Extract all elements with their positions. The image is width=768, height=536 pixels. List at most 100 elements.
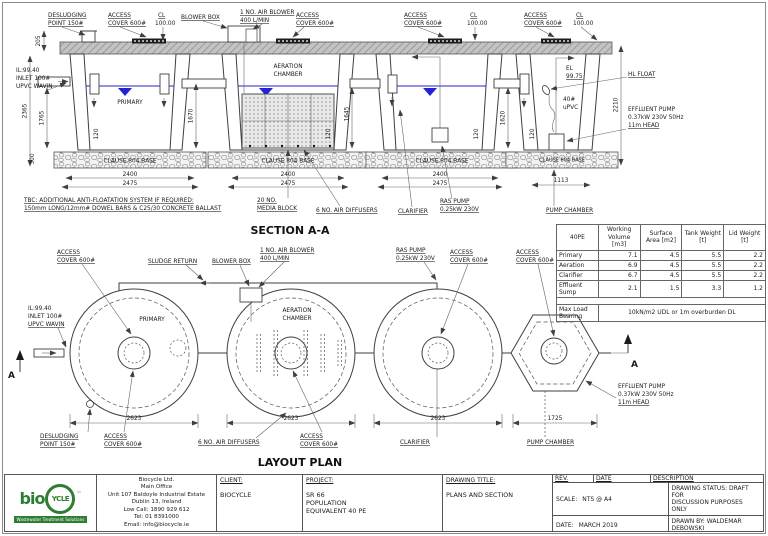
section-title: SECTION A-A [250, 224, 330, 237]
dim: 1620 [501, 110, 507, 125]
max-load-row: Max Load Bearing 10kN/m2 UDL or 1m overb… [556, 303, 767, 322]
clarifier-label: CLARIFIER [398, 209, 428, 215]
inlet-material-label: UPVC WAVIN [28, 322, 65, 328]
table-row: Primary 7.1 4.5 5.5 2.2 [556, 249, 766, 261]
layout-inlet-labels: IL:99.40 INLET 100# UPVC WAVIN [28, 306, 67, 348]
cell: 4.5 [639, 259, 683, 271]
desludging-label: DESLUDGING [40, 434, 79, 440]
effluent-pump [548, 133, 565, 151]
client-cell: CLIENT: BIOCYCLE [217, 475, 303, 531]
cell: 7.1 [597, 249, 641, 261]
dim: 120 [530, 128, 536, 139]
cover-level-label: CL [158, 13, 166, 19]
date-drawn-row: DATE: MARCH 2019 DRAWN BY: WALDEMAR DEBO… [553, 516, 763, 531]
address-line: Unit 107 Baldoyle Industrial Estate [107, 491, 206, 498]
water-symbol [118, 88, 132, 96]
clarifier-tank-plan [373, 288, 503, 437]
spacer-row [556, 296, 766, 305]
scale-label: SCALE: [556, 495, 578, 503]
sludge-return-label: SLUDGE RETURN [148, 259, 197, 265]
aeration-label: CHAMBER [282, 316, 311, 322]
pipe-size-label: 40# [563, 97, 575, 103]
drawing-status: DRAWING STATUS: DRAFT FOR [671, 485, 749, 499]
air-diffusers-label: 6 NO. AIR DIFFUSERS [198, 440, 260, 446]
scale-value: NTS @ A4 [582, 495, 612, 503]
access-cover-label: COVER 600# [524, 21, 562, 27]
cell: 5.5 [681, 249, 725, 261]
access-cover-label: ACCESS [516, 250, 539, 256]
outlet-pipe [555, 55, 575, 140]
logo-ycle-text: YCLE [51, 494, 70, 503]
effluent-pump-label: 11m HEAD [618, 400, 650, 406]
ras-pump-label: 0.25kW 230V [396, 256, 435, 262]
water-symbol [423, 88, 437, 96]
inlet-size-label: INLET 100# [28, 314, 62, 320]
section-right-labels: HL FLOAT EFFLUENT PUMP 0.37kW 230V 50Hz … [550, 72, 684, 143]
anti-floatation-note: 150mm LONG/12mm# DOWEL BARS & C25/30 CON… [24, 206, 222, 212]
el-value: 99.75 [566, 74, 583, 80]
clause-base-label: CLAUSE 804 BASE [416, 159, 469, 165]
clarifier-label: CLARIFIER [400, 440, 430, 446]
drawing-status: DISCUSSION PURPOSES ONLY [671, 499, 743, 513]
date-label: DATE: [556, 521, 574, 529]
marker-letter: A [631, 360, 638, 370]
marker-letter: A [8, 371, 15, 381]
media-block-label: 20 NO. [257, 198, 277, 204]
access-cover-label: COVER 600# [450, 258, 488, 264]
section-view: PRIMARY CLAUSE 804 BASE AERATION CHAMBER… [16, 10, 684, 237]
spec-col-header: Working Volume [m3] [597, 224, 641, 251]
revision-table: REV. DATE DESCRIPTION SCALE: NTS @ A4 DR… [553, 475, 763, 531]
drawing-title-cell: DRAWING TITLE: PLANS AND SECTION [443, 475, 553, 531]
air-diffusers-label: 6 NO. AIR DIFFUSERS [316, 208, 378, 214]
layout-effluent-labels: EFFLUENT PUMP 0.37kW 230V 50Hz 11m HEAD [585, 380, 674, 406]
title-block: bio YCLE ™ Wastewater Treatment Solution… [4, 474, 764, 532]
section-pipes [37, 76, 521, 89]
date-header: DATE [594, 475, 651, 482]
access-cover-label: COVER 600# [300, 442, 338, 448]
dim: 1765 [40, 110, 46, 125]
hl-float [541, 85, 551, 95]
table-row: Aeration 6.9 4.5 5.5 2.2 [556, 259, 766, 271]
plan-pipes [33, 348, 611, 358]
dim: 1670 [189, 108, 195, 123]
ras-pump [431, 127, 449, 143]
access-cover-label: ACCESS [524, 13, 547, 19]
pipe-material-label: uPVC [563, 105, 578, 111]
cell: 2.2 [723, 249, 766, 261]
effluent-pump-label: EFFLUENT PUMP [628, 107, 676, 113]
cell: 6.9 [597, 259, 641, 271]
spec-header-row: 40PE Working Volume [m3] Surface Area [m… [556, 224, 766, 251]
project-line: POPULATION [306, 499, 347, 507]
access-cover-label: COVER 600# [57, 258, 95, 264]
layout-title: LAYOUT PLAN [258, 456, 342, 469]
logo-circle: YCLE [45, 483, 76, 514]
access-cover-label: ACCESS [450, 250, 473, 256]
cell: 1.5 [639, 279, 683, 298]
project-line: EQUIVALENT 40 PE [306, 507, 367, 515]
cell: 2.1 [597, 279, 641, 298]
pump-cable [546, 91, 556, 133]
project-cell: PROJECT: SR 66 POPULATION EQUIVALENT 40 … [303, 475, 443, 531]
cell: 1.2 [723, 279, 766, 298]
cover-level-value: 100.00 [467, 21, 488, 27]
drawing-title-value: PLANS AND SECTION [446, 491, 514, 499]
air-blower-label: 1 NO. AIR BLOWER [260, 248, 314, 254]
address-line: Main Office [140, 484, 173, 491]
access-cover-label: ACCESS [57, 250, 80, 256]
spec-col-header: Lid Weight [t] [723, 224, 766, 251]
effluent-pump-label: EFFLUENT PUMP [618, 384, 666, 390]
dim: 1113 [554, 178, 569, 184]
scale-status-row: SCALE: NTS @ A4 DRAWING STATUS: DRAFT FO… [553, 483, 763, 516]
layout-view: PRIMARY AERATION CHAMBER [8, 248, 674, 469]
company-address: Biocycle Ltd. Main Office Unit 107 Baldo… [97, 475, 217, 531]
cell: 10kN/m2 UDL or 1m overburden DL [597, 303, 767, 322]
cell: Effluent Sump [556, 279, 599, 298]
address-line: Email: info@biocycle.ie [123, 521, 190, 528]
access-cover-label: ACCESS [404, 13, 427, 19]
pump-chamber-label: PUMP CHAMBER [546, 208, 593, 214]
media-block-label: MEDIA BLOCK [257, 206, 297, 212]
drawing-canvas: PRIMARY CLAUSE 804 BASE AERATION CHAMBER… [8, 10, 684, 469]
address-line: Dublin 13, Ireland [131, 499, 182, 506]
table-row: Clarifier 6.7 4.5 5.5 2.2 [556, 269, 766, 281]
